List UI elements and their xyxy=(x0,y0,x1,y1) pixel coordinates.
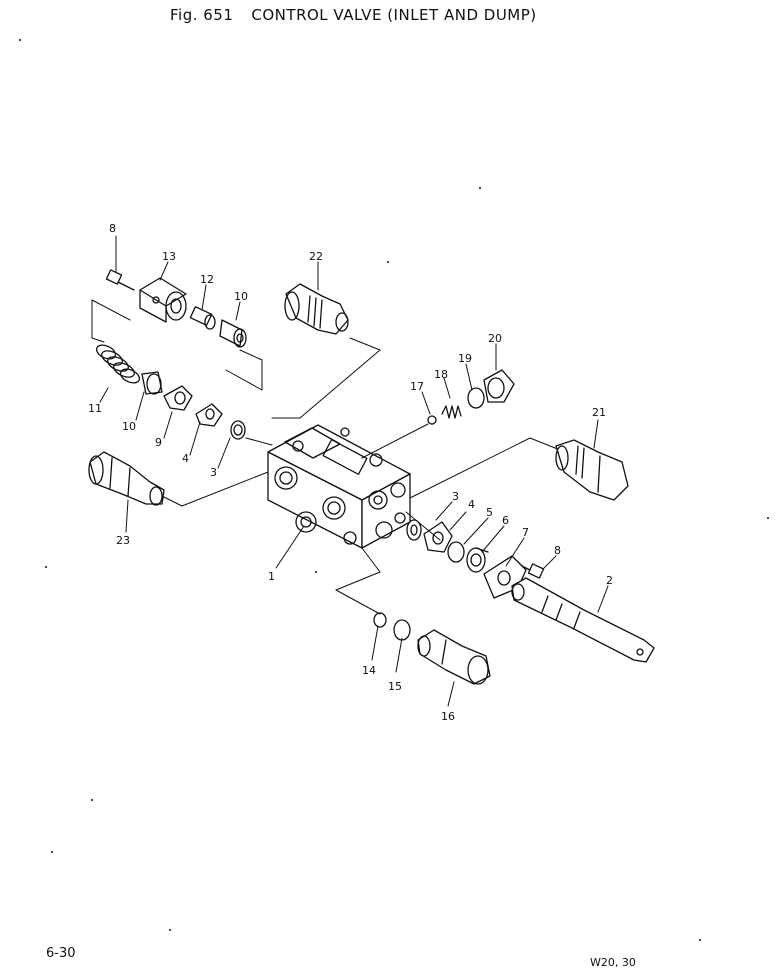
callout-10: 10 xyxy=(234,290,248,303)
callout-18: 18 xyxy=(434,368,448,381)
figure-title: Fig. 651 CONTROL VALVE (INLET AND DUMP) xyxy=(170,6,555,24)
callout-11: 11 xyxy=(88,402,102,415)
part-8-bolt-top xyxy=(105,269,135,291)
callout-4: 4 xyxy=(468,498,475,511)
part-8-bolt-right xyxy=(521,563,545,579)
part-11-spring xyxy=(95,344,141,384)
part-14-ring xyxy=(373,612,387,628)
part-2-spool xyxy=(511,577,655,663)
part-23-valve xyxy=(88,451,165,506)
callout-17: 17 xyxy=(410,380,424,393)
leader-lines xyxy=(91,235,609,707)
callout-1: 1 xyxy=(268,570,275,583)
callout-15: 15 xyxy=(388,680,402,693)
part-13-cap xyxy=(139,277,187,323)
callout-22: 22 xyxy=(309,250,323,263)
callout-16: 16 xyxy=(441,710,455,723)
part-18-spring xyxy=(441,405,462,419)
callout-5: 5 xyxy=(486,506,493,519)
callout-20: 20 xyxy=(488,332,502,345)
callout-3: 3 xyxy=(210,466,217,479)
part-6-bushing xyxy=(466,547,489,573)
figure-number: Fig. 651 xyxy=(170,6,234,24)
callout-labels: 8 13 12 10 22 11 10 9 4 3 17 18 19 20 21… xyxy=(88,222,613,723)
valve-body xyxy=(267,424,411,549)
part-21-relief-valve xyxy=(555,439,629,501)
callout-4: 4 xyxy=(182,452,189,465)
part-7-plate xyxy=(483,555,527,599)
part-17-ball xyxy=(427,415,437,425)
part-5-ring xyxy=(447,541,465,563)
page-number: 6-30 xyxy=(46,946,76,961)
callout-10: 10 xyxy=(122,420,136,433)
scan-specks xyxy=(19,39,769,941)
figure-caption: CONTROL VALVE (INLET AND DUMP) xyxy=(251,6,537,24)
part-3-ring-left xyxy=(230,420,246,440)
callout-3: 3 xyxy=(452,490,459,503)
part-10-sleeve xyxy=(141,371,163,395)
part-22-relief-valve xyxy=(284,283,349,335)
part-10-sleeve-top xyxy=(219,319,247,348)
callout-19: 19 xyxy=(458,352,472,365)
part-4-gasket-right xyxy=(423,521,453,553)
callout-9: 9 xyxy=(155,436,162,449)
part-20-plug xyxy=(483,369,515,403)
callout-7: 7 xyxy=(522,526,529,539)
callout-8: 8 xyxy=(554,544,561,557)
callout-13: 13 xyxy=(162,250,176,263)
part-12-plug xyxy=(189,306,216,330)
part-16-valve xyxy=(417,629,491,685)
part-19-ring xyxy=(467,387,485,409)
callout-2: 2 xyxy=(606,574,613,587)
callout-14: 14 xyxy=(362,664,376,677)
callout-21: 21 xyxy=(592,406,606,419)
part-9-gasket xyxy=(163,385,193,411)
callout-8: 8 xyxy=(109,222,116,235)
callout-6: 6 xyxy=(502,514,509,527)
part-4-gasket-left xyxy=(195,403,223,427)
callout-12: 12 xyxy=(200,273,214,286)
part-15-ring xyxy=(393,619,411,641)
callout-23: 23 xyxy=(116,534,130,547)
model-code: W20, 30 xyxy=(590,956,636,969)
part-3-ring-right xyxy=(406,519,422,541)
